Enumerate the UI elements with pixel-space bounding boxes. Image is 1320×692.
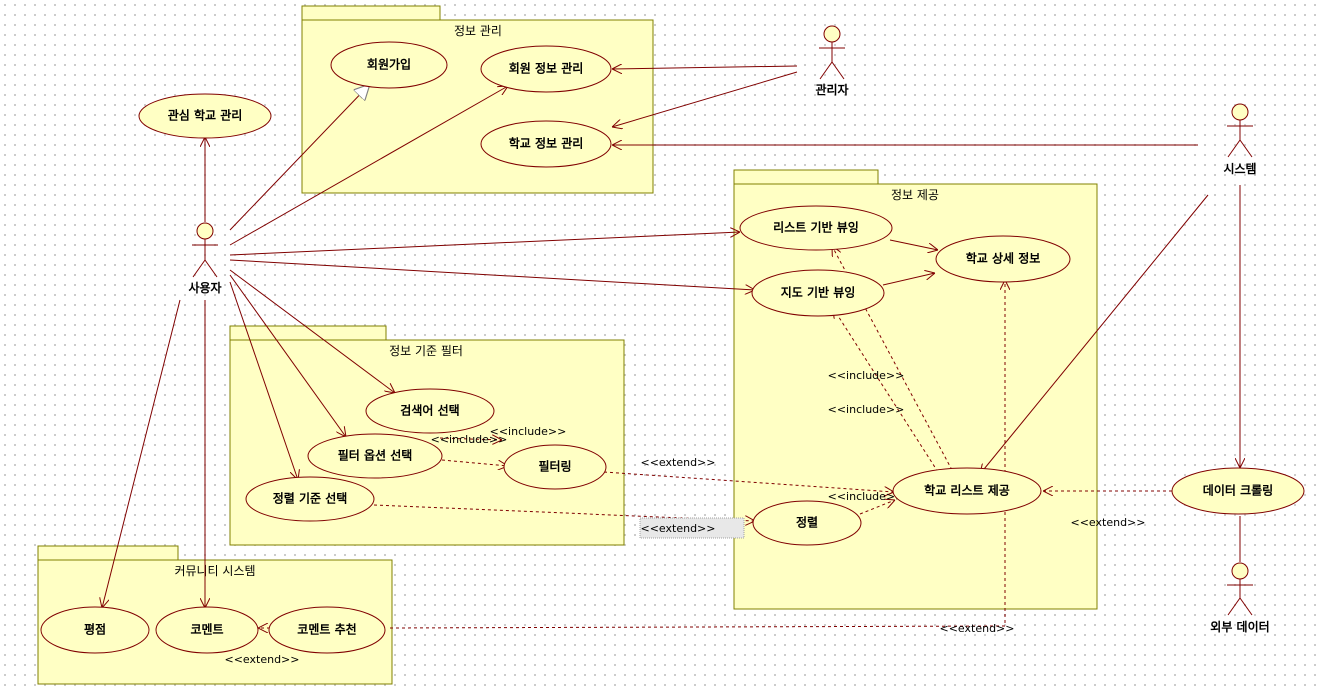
include-label-5: <<include>>	[828, 490, 905, 503]
package-info-provide-title: 정보 제공	[891, 188, 939, 202]
extend-label-4: <<extend>>	[940, 622, 1015, 635]
svg-text:회원가입: 회원가입	[367, 57, 411, 72]
svg-text:필터 옵션 선택: 필터 옵션 선택	[338, 448, 413, 463]
actor-external-data[interactable]: 외부 데이터	[1210, 562, 1270, 634]
assoc-admin-school-info	[612, 71, 798, 127]
extend-label-2-highlight	[639, 517, 745, 539]
assoc-user-sort-criteria	[229, 281, 298, 480]
stereotype-labels: <<include>> <<include>> <<include>> <<in…	[225, 369, 1146, 666]
uc-comment-rec[interactable]: 코멘트 추천	[268, 606, 386, 654]
svg-text:코멘트: 코멘트	[190, 622, 223, 637]
actor-system-label: 시스템	[1223, 161, 1256, 176]
extend-label-3: <<extend>>	[1071, 516, 1146, 529]
relationships	[102, 66, 1240, 628]
svg-text:정렬 기준 선택: 정렬 기준 선택	[273, 491, 348, 506]
uc-member-info[interactable]: 회원 정보 관리	[480, 45, 612, 93]
actor-admin-label: 관리자	[815, 82, 848, 97]
include-list-to-map-view	[833, 308, 939, 473]
uc-interest-school[interactable]: 관심 학교 관리	[138, 93, 272, 139]
uc-filtering[interactable]: 필터링	[503, 444, 607, 490]
assoc-system-school-list	[980, 194, 1209, 474]
svg-text:검색어 선택: 검색어 선택	[400, 403, 459, 418]
assoc-map-detail	[882, 273, 935, 286]
package-filter-title: 정보 기준 필터	[389, 344, 463, 358]
uc-school-detail[interactable]: 학교 상세 정보	[935, 235, 1071, 283]
svg-text:학교 정보 관리: 학교 정보 관리	[509, 136, 584, 151]
assoc-user-filter-option	[229, 274, 346, 437]
include-filter-option-filtering	[441, 459, 508, 466]
svg-text:학교 리스트 제공: 학교 리스트 제공	[924, 483, 1010, 498]
include-filter-option-keyword	[439, 438, 502, 440]
uc-rating[interactable]: 평점	[40, 606, 150, 654]
svg-text:지도 기반 뷰잉: 지도 기반 뷰잉	[781, 285, 856, 300]
include-sort-to-list	[859, 500, 895, 515]
actor-admin[interactable]: 관리자	[815, 25, 849, 97]
actor-system[interactable]: 시스템	[1223, 103, 1257, 176]
package-community-title: 커뮤니티 시스템	[174, 564, 255, 578]
uc-filter-option[interactable]: 필터 옵션 선택	[307, 433, 443, 479]
svg-text:학교 상세 정보: 학교 상세 정보	[966, 251, 1041, 266]
include-label-3: <<include>>	[431, 433, 508, 446]
assoc-user-list-view	[229, 232, 740, 256]
generalization-user-signup	[229, 84, 370, 231]
assoc-admin-member-info	[612, 66, 798, 69]
include-label-4: <<include>>	[490, 425, 567, 438]
svg-text:리스트 기반 뷰잉: 리스트 기반 뷰잉	[773, 220, 859, 235]
uc-sort-criteria[interactable]: 정렬 기준 선택	[245, 476, 375, 522]
uc-map-view[interactable]: 지도 기반 뷰잉	[751, 269, 885, 317]
assoc-user-member-info	[229, 86, 508, 246]
svg-text:평점: 평점	[84, 622, 106, 637]
package-info-management-title: 정보 관리	[454, 24, 502, 38]
actor-user[interactable]: 사용자	[188, 222, 222, 295]
uc-comment[interactable]: 코멘트	[155, 606, 259, 654]
extend-label-2: <<extend>>	[641, 522, 716, 535]
svg-text:필터링: 필터링	[538, 459, 571, 474]
extend-label-1: <<extend>>	[641, 456, 716, 469]
svg-text:코멘트 추천: 코멘트 추천	[297, 622, 356, 637]
uc-school-list[interactable]: 학교 리스트 제공	[892, 467, 1042, 515]
uc-crawling[interactable]: 데이터 크롤링	[1171, 467, 1305, 515]
svg-text:정렬: 정렬	[796, 515, 818, 530]
actor-external-data-label: 외부 데이터	[1210, 619, 1269, 634]
actor-user-label: 사용자	[188, 280, 221, 295]
uc-sort[interactable]: 정렬	[752, 500, 862, 546]
uc-list-view[interactable]: 리스트 기반 뷰잉	[739, 205, 893, 251]
extend-comment-rec-detail	[389, 280, 1005, 629]
svg-text:회원 정보 관리: 회원 정보 관리	[509, 61, 584, 76]
assoc-user-keyword	[229, 269, 395, 393]
svg-text:관심 학교 관리: 관심 학교 관리	[168, 108, 243, 123]
extend-label-5: <<extend>>	[225, 653, 300, 666]
uc-keyword[interactable]: 검색어 선택	[365, 388, 495, 434]
uc-school-info[interactable]: 학교 정보 관리	[480, 120, 612, 168]
svg-text:데이터 크롤링: 데이터 크롤링	[1203, 483, 1273, 498]
assoc-user-map-view	[229, 259, 755, 290]
uc-signup[interactable]: 회원가입	[330, 41, 448, 89]
assoc-list-detail	[889, 239, 938, 250]
assoc-user-rating	[102, 299, 181, 608]
extend-filtering-list	[603, 471, 894, 492]
include-label-2: <<include>>	[828, 403, 905, 416]
include-label-1: <<include>>	[828, 369, 905, 382]
